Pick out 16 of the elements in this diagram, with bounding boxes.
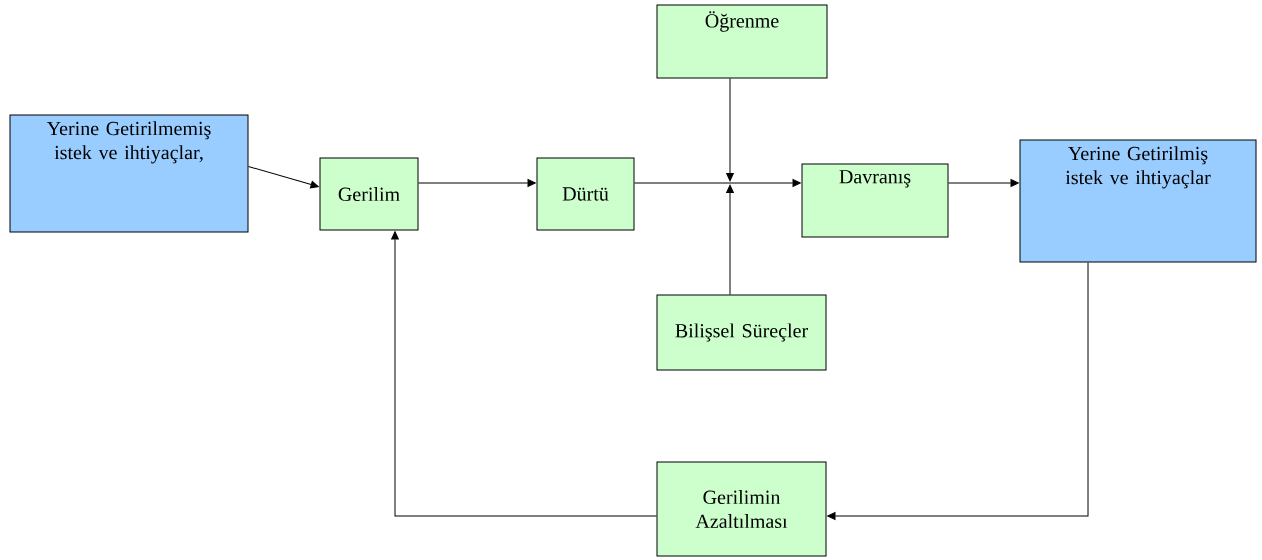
process-box: Davranış [801,163,949,238]
arrow [827,262,1089,520]
arrow [948,179,1019,187]
arrow [391,231,657,517]
process-box: Öğrenme [656,4,828,79]
process-box: Gerilim [319,157,419,231]
process-box: Dürtü [536,157,635,231]
arrow [418,179,536,187]
process-box: Bilişsel Süreçler [656,294,827,371]
arrow [248,166,319,189]
process-box: Yerine Getirilmiş istek ve ihtiyaçlar [1019,139,1257,263]
arrow [726,184,734,295]
arrow [634,179,801,187]
process-box: Yerine Getirilmemiş istek ve ihtiyaçlar, [9,114,249,233]
arrow [726,78,734,182]
process-box: Gerilimin Azaltılması [656,461,827,557]
